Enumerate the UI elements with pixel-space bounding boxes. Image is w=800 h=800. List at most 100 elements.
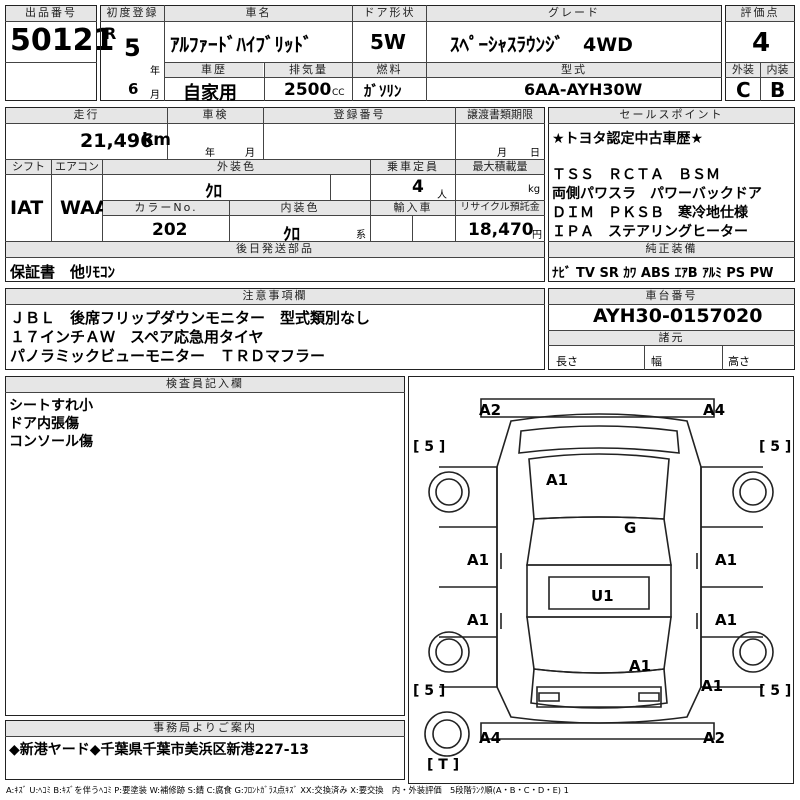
yen-unit: 円 — [532, 230, 542, 241]
reg-year: 5 — [124, 34, 141, 62]
tire-front-left: [ 5 ] — [413, 439, 446, 455]
interior-score: B — [770, 78, 786, 102]
max-load-label: 最大積載量 — [456, 160, 544, 174]
legend: A:ｷｽﾞ U:ﾍｺﾐ B:ｷｽﾞを伴うﾍｺﾐ P:要塗装 W:補修跡 S:錆 … — [6, 785, 569, 795]
reg-no-label: 登録番号 — [264, 108, 455, 123]
inspector-box — [5, 376, 405, 716]
inspector-note-2: ドア内張傷 — [9, 416, 79, 432]
displacement: 2500 — [284, 80, 332, 100]
exterior-score: C — [736, 78, 751, 102]
mark-roof: U1 — [591, 587, 614, 605]
fuel: ｶﾞｿﾘﾝ — [364, 82, 402, 100]
color-no: 202 — [152, 220, 188, 240]
inspection-month-unit: 月 — [245, 148, 255, 159]
interior-label: 内装 — [761, 63, 794, 77]
mark-front-bumper-left: A2 — [479, 401, 502, 419]
score-label: 評価点 — [726, 6, 794, 21]
transfer-label: 譲渡書類期限 — [456, 108, 544, 123]
inspector-note-3: コンソール傷 — [9, 434, 93, 450]
cc-unit: CC — [332, 88, 345, 98]
car-outline-icon — [424, 398, 774, 757]
notes-label: 注意事項欄 — [6, 289, 544, 304]
import-label: 輸入車 — [371, 201, 455, 215]
fuel-label: 燃料 — [353, 63, 426, 77]
main-info-box — [100, 5, 722, 101]
sales-point-label: セールスポイント — [549, 108, 794, 123]
mark-left-rear-door: A1 — [467, 611, 490, 629]
later-parts-label: 後日発送部品 — [6, 242, 544, 257]
tire-spare: [ T ] — [427, 757, 460, 773]
history-label: 車歴 — [165, 63, 263, 77]
mark-hood: A1 — [546, 471, 569, 489]
mileage: 21,496 — [80, 130, 154, 152]
people-unit: 人 — [437, 190, 447, 201]
chassis-label: 車台番号 — [549, 289, 794, 304]
mark-right-front-door: A1 — [715, 551, 738, 569]
model: 6AA-AYH30W — [524, 80, 643, 99]
history: 自家用 — [183, 83, 237, 104]
height-label: 高さ — [728, 355, 750, 368]
recycle-label: リサイクル預託金 — [456, 201, 544, 215]
mark-left-front-door: A1 — [467, 551, 490, 569]
recycle-fee: 18,470 — [468, 220, 534, 240]
chassis-box — [548, 288, 795, 370]
transfer-day-unit: 日 — [530, 148, 540, 159]
chassis-number: AYH30-0157020 — [593, 305, 763, 327]
notes-line-3: パノラミックビューモニター ＴＲＤマフラー — [10, 347, 326, 365]
tire-rear-right: [ 5 ] — [759, 683, 792, 699]
sales-point-3: 両側パワスラ パワーバックドア — [552, 186, 762, 202]
lot-number: 50121 — [10, 23, 115, 58]
ext-color: ｸﾛ — [205, 182, 222, 202]
tire-front-right: [ 5 ] — [759, 439, 792, 455]
month-unit: 月 — [150, 90, 160, 101]
shift: IAT — [10, 197, 44, 219]
equipment: ﾅﾋﾞ TV SR ｶﾜ ABS ｴｱB ｱﾙﾐ PS PW — [552, 266, 774, 281]
displacement-label: 排気量 — [265, 63, 352, 77]
specs-label: 諸元 — [549, 331, 794, 345]
inspection-year-unit: 年 — [205, 148, 215, 159]
inspector-label: 検査員記入欄 — [6, 377, 404, 392]
ext-color-label: 外装色 — [103, 160, 370, 174]
later-parts: 保証書 他ﾘﾓｺﾝ — [10, 263, 116, 281]
details-box — [5, 107, 545, 282]
mark-right-rear-door: A1 — [715, 611, 738, 629]
office-label: 事務局よりご案内 — [6, 721, 404, 736]
year-unit: 年 — [150, 66, 160, 77]
notes-line-1: ＪＢＬ 後席フリップダウンモニター 型式類別なし — [10, 309, 371, 327]
door-label: ドア形状 — [353, 6, 426, 21]
aircon-label: エアコン — [52, 160, 102, 174]
int-color: ｸﾛ — [283, 225, 300, 245]
mark-rear-bumper-right: A2 — [703, 729, 726, 747]
shift-label: シフト — [6, 160, 51, 174]
inspection-label: 車検 — [168, 108, 263, 123]
equipment-label: 純正装備 — [549, 242, 794, 257]
reiwa-label: R — [104, 24, 117, 43]
notes-line-2: １７インチＡＷ スペア応急用タイヤ — [10, 328, 264, 346]
door-type: 5W — [370, 30, 406, 54]
lot-number-box — [5, 5, 97, 101]
sales-point-1: ★トヨタ認定中古車歴★ — [552, 131, 704, 147]
office-text: ◆新港ヤード◆千葉県千葉市美浜区新港227-13 — [9, 742, 310, 758]
km-unit: km — [142, 130, 172, 150]
first-reg-label: 初度登録 — [101, 6, 164, 21]
mark-front-bumper-right: A4 — [703, 401, 726, 419]
mark-rear-quarter-right: A1 — [701, 677, 724, 695]
office-box — [5, 720, 405, 780]
tire-rear-left: [ 5 ] — [413, 683, 446, 699]
car-name-label: 車名 — [165, 6, 352, 21]
reg-month: 6 — [128, 80, 139, 98]
int-color-label: 内装色 — [230, 201, 370, 215]
sales-point-box — [548, 107, 795, 282]
inspector-note-1: シートすれ小 — [9, 398, 93, 414]
damage-diagram: [ 5 ] [ 5 ] [ 5 ] [ 5 ] [ T ] A2 A4 A1 G… — [408, 376, 794, 784]
length-label: 長さ — [556, 355, 578, 368]
kei-unit: 系 — [356, 230, 366, 241]
mark-windshield: G — [624, 519, 637, 537]
mark-rear-glass: A1 — [629, 657, 652, 675]
mark-rear-bumper-left: A4 — [479, 729, 502, 747]
sales-point-4: ＤＩＭ ＰＫＳＢ 寒冷地仕様 — [552, 205, 748, 221]
capacity-label: 乗車定員 — [371, 160, 455, 174]
kg-unit: kg — [528, 184, 541, 195]
width-label: 幅 — [651, 355, 662, 368]
car-name: ｱﾙﾌｧｰﾄﾞﾊｲﾌﾞﾘｯﾄﾞ — [170, 34, 313, 56]
